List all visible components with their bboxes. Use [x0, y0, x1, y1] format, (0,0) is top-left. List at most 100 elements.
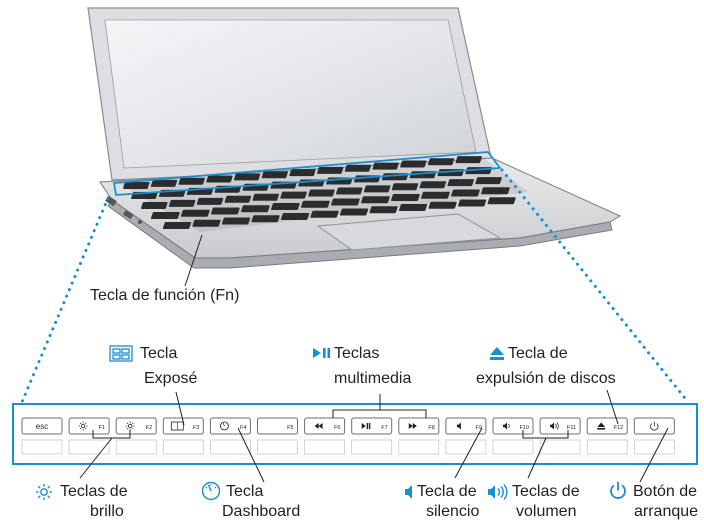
volume-icon	[488, 484, 508, 500]
key-f9: F9	[445, 417, 487, 455]
laptop-key	[301, 200, 330, 208]
key-f2: F2	[115, 417, 157, 455]
dashboard-label-line2: Dashboard	[222, 503, 301, 520]
laptop-key	[192, 219, 221, 227]
brightness-label-line2: brillo	[90, 503, 124, 520]
laptop-key	[233, 173, 261, 181]
laptop-key	[150, 212, 180, 219]
laptop-key	[400, 160, 427, 168]
mute-icon	[405, 485, 412, 499]
laptop-key	[391, 194, 420, 201]
laptop-key	[150, 179, 178, 187]
key-label-f11: F11	[567, 425, 576, 431]
laptop-screen	[87, 7, 493, 181]
expose-icon	[109, 345, 133, 362]
play-pause-icon	[313, 348, 331, 358]
laptop-key	[487, 197, 516, 205]
laptop-key	[317, 166, 344, 174]
laptop-key	[310, 210, 339, 218]
laptop-key	[308, 189, 335, 197]
key-label-f5: F5	[287, 425, 293, 431]
laptop-key	[361, 196, 390, 204]
laptop-key	[123, 182, 150, 189]
laptop-key	[196, 197, 224, 205]
brightness-icon	[36, 484, 52, 500]
laptop-key	[180, 209, 210, 217]
key-label-f8: F8	[428, 425, 434, 431]
fn-key-label: Tecla de función (Fn)	[90, 287, 240, 304]
laptop-key	[428, 201, 457, 209]
eject-label-line2: expulsión de discos	[476, 370, 616, 387]
laptop-key	[280, 191, 307, 199]
laptop-key	[162, 222, 192, 229]
volume-label-line2: volumen	[516, 503, 577, 520]
fn-leader-line	[184, 234, 203, 287]
volume-label-line1: Teclas de	[512, 483, 580, 500]
laptop-key	[289, 169, 316, 177]
key-f6: F6	[304, 417, 346, 455]
laptop-key	[261, 171, 289, 179]
key-f8: F8	[398, 417, 440, 455]
laptop-key	[447, 179, 474, 187]
key-label-f6: F6	[334, 425, 340, 431]
key-f7: F7	[351, 417, 393, 455]
expose-label-line2: Exposé	[144, 370, 198, 387]
laptop-key	[363, 185, 391, 193]
key-label-f3: F3	[193, 425, 199, 431]
laptop-key	[451, 189, 480, 197]
key-label-f1: F1	[99, 425, 105, 431]
laptop-key	[475, 177, 502, 185]
laptop-key	[168, 199, 196, 207]
key-label-esc: esc	[36, 422, 48, 431]
laptop-key	[335, 187, 363, 195]
laptop-base	[98, 151, 622, 269]
mute-label-line2: silencio	[426, 503, 480, 520]
laptop-key	[240, 205, 270, 213]
laptop-key	[178, 177, 205, 185]
laptop-key	[141, 202, 168, 209]
key-label-f12: F12	[614, 425, 623, 431]
dashboard-label-line1: Tecla	[226, 483, 264, 500]
laptop-key	[271, 203, 300, 210]
laptop-key	[280, 213, 310, 220]
laptop-key	[210, 207, 240, 215]
key-f4: F4	[209, 417, 251, 455]
laptop-key	[252, 193, 280, 201]
dashboard-icon	[201, 481, 221, 501]
laptop-key	[339, 208, 369, 216]
laptop-key	[369, 206, 398, 214]
key-power	[633, 417, 675, 455]
function-row-highlight	[113, 151, 501, 196]
key-f11: F11	[539, 417, 581, 455]
key-label-f2: F2	[146, 425, 152, 431]
laptop-key	[427, 158, 455, 166]
laptop-key	[206, 175, 233, 183]
power-label-line1: Botón de	[633, 483, 698, 500]
power-icon	[610, 481, 626, 499]
key-label-f7: F7	[381, 425, 387, 431]
power-label-line2: arranque	[634, 503, 699, 520]
key-esc: esc	[21, 417, 63, 455]
laptop-key	[458, 199, 487, 207]
key-f5: F5	[257, 417, 298, 455]
expose-label-line1: Tecla	[140, 345, 178, 362]
key-f3: F3	[162, 417, 204, 455]
laptop-key	[221, 217, 251, 225]
function-row-strip: esc F1 F2 F3 F4 F5 F6 F7 F8 F9 F10 F11 F12	[12, 403, 698, 465]
brightness-label-line1: Teclas de	[60, 483, 128, 500]
label-icons	[36, 345, 626, 501]
laptop-key	[224, 195, 252, 203]
key-label-f9: F9	[475, 425, 481, 431]
callout-dots-right	[500, 168, 690, 404]
callout-dots-left	[20, 196, 110, 404]
laptop-key	[455, 156, 482, 164]
laptop-key	[421, 191, 450, 199]
laptop-key	[419, 181, 447, 189]
laptop-key	[344, 164, 372, 172]
laptop-key	[331, 198, 360, 206]
media-label-line1: Teclas	[334, 345, 380, 362]
eject-label-line1: Tecla de	[508, 345, 568, 362]
key-label-f10: F10	[520, 425, 529, 431]
